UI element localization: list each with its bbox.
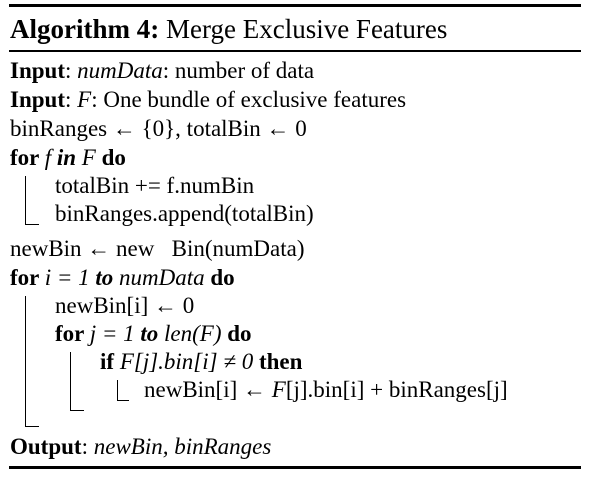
keyword-do: do [221,321,252,346]
keyword-in: in [51,145,82,170]
loop-limit: numData [119,265,205,290]
keyword-then: then [253,349,303,374]
algorithm-title: Merge Exclusive Features [165,14,448,44]
keyword-do: do [95,145,126,170]
for-loop-bundle: for j = 1 to len(F) do [55,320,252,348]
statement-reset-bin: newBin[i] ← 0 [55,293,195,318]
top-rule [9,4,581,7]
statement-assign-bin: newBin[i] ← F[j].bin[i] + binRanges[j] [144,376,508,404]
loop-expression: i = 1 [44,265,90,290]
algorithm-caption: Algorithm 4: Merge Exclusive Features [10,12,447,46]
input-line-1: Input: numData: number of data [10,57,314,85]
assign-rhs: [j].bin[i] + binRanges[j] [285,377,508,402]
keyword-do: do [204,265,235,290]
condition-expression: F[j].bin[i] ≠ 0 [119,349,254,374]
input-line-2: Input: F: One bundle of exclusive featur… [10,86,406,114]
bottom-rule [9,466,581,469]
for-loop-data: for i = 1 to numData do [10,264,235,292]
input-description: : number of data [162,58,315,83]
input-keyword: Input [10,87,65,112]
block-bracket-vertical [25,296,26,426]
keyword-for: for [10,145,45,170]
statement-total-bin: totalBin += f.numBin [55,173,255,198]
keyword-to: to [89,265,120,290]
block-bracket-horizontal [25,426,39,427]
assign-lhs: newBin[i] ← [144,377,272,402]
loop-variable: f [44,145,52,170]
block-bracket-horizontal [117,400,129,401]
loop-set: F [81,145,96,170]
keyword-for: for [55,321,90,346]
block-bracket-vertical [25,176,26,224]
output-line: Output: newBin, binRanges [10,433,271,461]
keyword-for: for [10,265,45,290]
block-bracket-vertical [117,380,118,400]
algorithm-label: Algorithm 4: [10,14,160,44]
output-keyword: Output [10,434,82,459]
input-name: numData [77,58,163,83]
if-condition: if F[j].bin[i] ≠ 0 then [100,348,302,376]
init-statement: binRanges ← {0}, totalBin ← 0 [10,116,307,141]
keyword-to: to [134,321,165,346]
assign-bundle: F [271,377,286,402]
keyword-if: if [100,349,120,374]
loop-limit: len(F) [164,321,222,346]
input-separator: : [64,58,78,83]
input-keyword: Input [10,58,65,83]
statement-append: binRanges.append(totalBin) [55,201,314,226]
loop-expression: j = 1 [89,321,135,346]
for-loop-features: for f in F do [10,144,126,172]
block-bracket-horizontal [25,224,39,225]
input-description: : One bundle of exclusive features [91,87,407,112]
block-bracket-vertical [70,352,71,410]
input-separator: : [64,87,78,112]
output-separator: : [81,434,94,459]
header-rule [9,50,581,52]
input-name: F [77,87,92,112]
statement-new-bin: newBin ← new Bin(numData) [10,236,305,261]
block-bracket-horizontal [70,410,84,411]
output-values: newBin, binRanges [93,434,272,459]
